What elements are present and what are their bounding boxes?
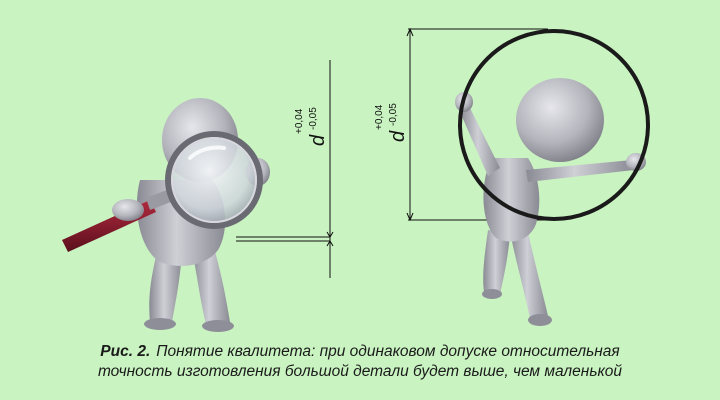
caption-label: Рис. 2. bbox=[100, 343, 151, 360]
figure-with-ring bbox=[455, 29, 650, 326]
caption-line-2: точность изготовления большой детали буд… bbox=[97, 363, 623, 380]
figure-caption: Рис. 2. Понятие квалитета: при одинаковом… bbox=[0, 342, 720, 382]
small-d-label: d bbox=[307, 134, 329, 146]
large-lower-deviation: -0,05 bbox=[388, 103, 399, 126]
large-upper-deviation: +0,04 bbox=[374, 104, 385, 130]
figure-with-magnifier bbox=[62, 98, 270, 332]
small-upper-deviation: +0,04 bbox=[294, 108, 305, 134]
large-d-label: d bbox=[387, 130, 409, 142]
magnifier-lens bbox=[165, 131, 263, 229]
small-lower-deviation: -0,05 bbox=[308, 107, 319, 130]
small-dimension bbox=[236, 60, 334, 278]
caption-line-1: Рис. 2. Понятие квалитета: при одинаковом… bbox=[0, 342, 720, 362]
hoop-ring bbox=[458, 29, 650, 221]
caption-text-1: Понятие квалитета: при одинаковом допуск… bbox=[156, 343, 620, 360]
illustration: d +0,04 -0,05 d +0,04 -0,05 bbox=[62, 27, 650, 332]
